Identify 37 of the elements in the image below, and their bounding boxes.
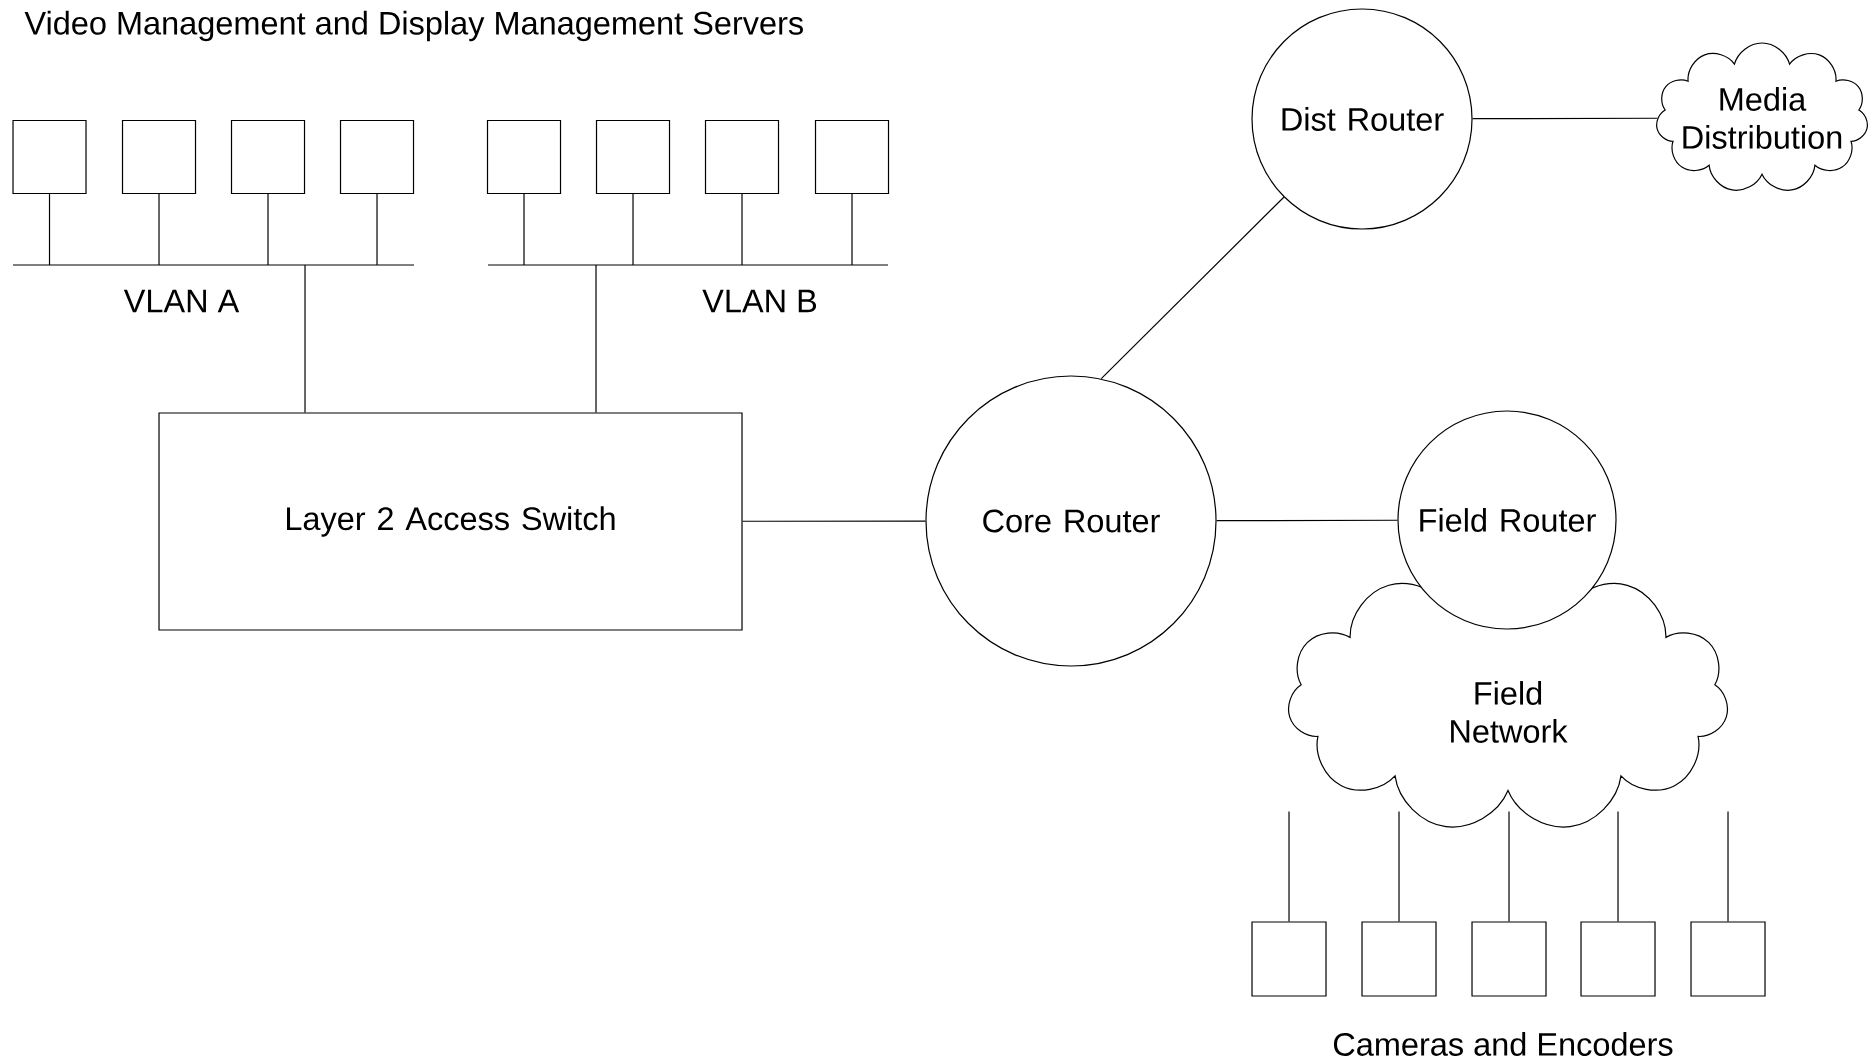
switch-box: Layer 2 Access Switch [158,412,743,631]
server-box [339,119,415,195]
connector-line [1472,117,1658,120]
network-cloud: Media Distribution [1656,42,1868,191]
connector-line [1727,810,1729,922]
connector-line [595,264,597,413]
connector-line [632,193,634,266]
camera-box [1471,921,1547,997]
connector-line [742,520,926,522]
server-box [595,119,671,195]
vlan-label: VLAN B [702,289,817,313]
server-box [486,119,562,195]
server-box [12,119,87,195]
connector-line [741,193,743,266]
group-label: Cameras and Encoders [1333,1032,1673,1056]
camera-box [1361,921,1437,997]
camera-box [1690,921,1766,997]
connector-line [304,264,306,413]
connector-line [1100,196,1285,380]
connector-line [1617,810,1619,922]
server-box [704,119,780,195]
connector-line [1216,519,1398,522]
connector-line [158,193,160,266]
camera-box [1580,921,1656,997]
connector-line [1398,810,1400,922]
connector-line [523,193,525,266]
connector-line [376,193,378,266]
server-box [121,119,197,195]
connector-line [48,193,51,266]
vlan-label: VLAN A [123,289,240,313]
server-box [230,119,306,195]
camera-box [1251,921,1327,997]
server-box [814,119,890,195]
connector-line [267,193,269,266]
connector-line [851,193,853,266]
group-label: Video Management and Display Management Servers [24,10,803,42]
connector-line [1288,810,1290,922]
